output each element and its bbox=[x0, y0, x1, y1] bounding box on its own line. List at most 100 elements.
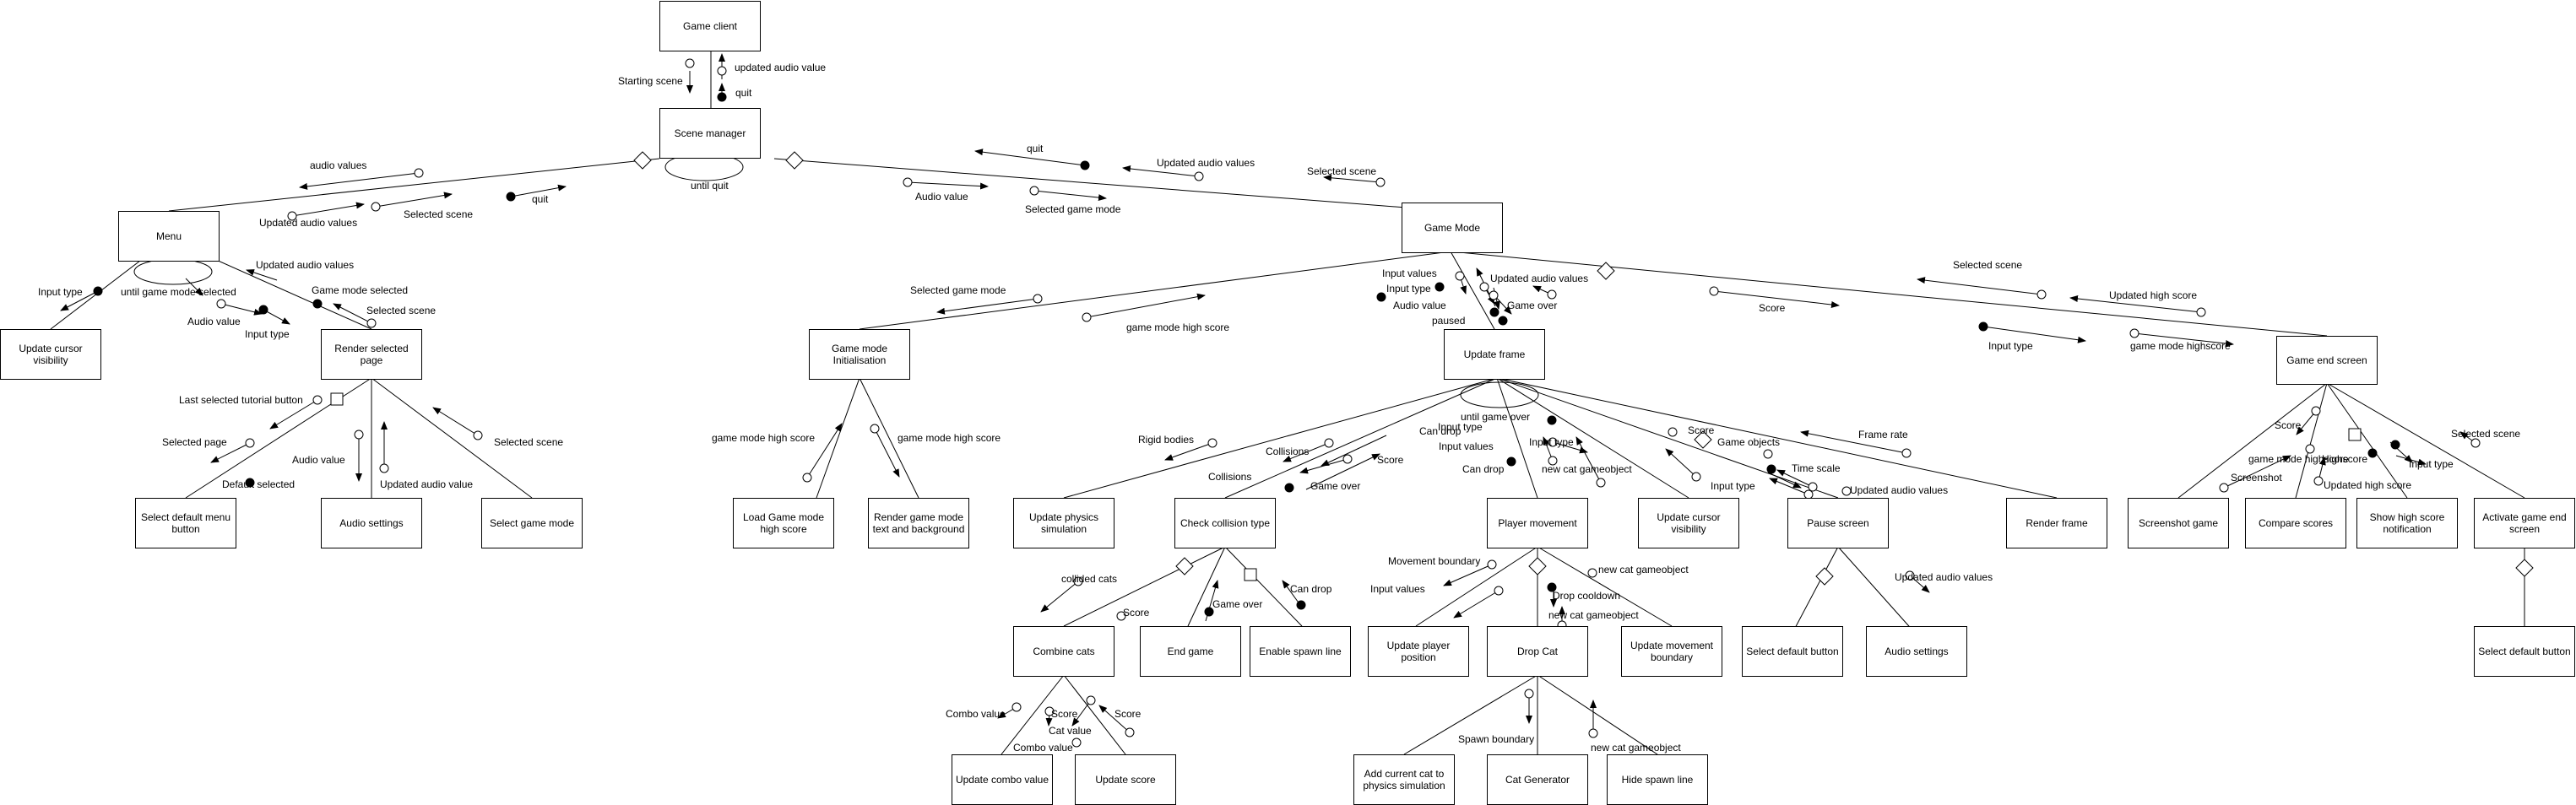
module-update-cursor-visibility-menu: Update cursor visibility bbox=[0, 329, 101, 380]
label-new-cat-gameobject-dc: new cat gameobject bbox=[1548, 609, 1639, 621]
label-until-game-mode-selected: until game mode selected bbox=[121, 286, 236, 298]
label-score-us: Score bbox=[1114, 708, 1142, 720]
label-audio-value-menu: Audio value bbox=[187, 316, 241, 327]
module-pause-screen: Pause screen bbox=[1787, 498, 1889, 548]
label-updated-high-score: Updated high score bbox=[2109, 289, 2197, 301]
module-show-high-score-notification: Show high score notification bbox=[2356, 498, 2458, 548]
module-compare-scores: Compare scores bbox=[2245, 498, 2346, 548]
label-collisions-1: Collisions bbox=[1266, 446, 1309, 457]
label-game-over-uf: Game over bbox=[1507, 300, 1557, 311]
module-render-frame: Render frame bbox=[2006, 498, 2107, 548]
label-updated-audio-value-rsp: Updated audio value bbox=[380, 478, 473, 490]
module-audio-settings-menu: Audio settings bbox=[321, 498, 422, 548]
module-hide-spawn-line: Hide spawn line bbox=[1607, 754, 1708, 805]
module-update-cursor-visibility-game: Update cursor visibility bbox=[1638, 498, 1739, 548]
label-last-selected-tutorial-button: Last selected tutorial button bbox=[179, 394, 303, 406]
label-updated-audio-values-menu: Updated audio values bbox=[259, 217, 357, 229]
module-update-physics-simulation: Update physics simulation bbox=[1013, 498, 1114, 548]
label-score-end: Score bbox=[2275, 419, 2302, 431]
label-selected-scene-gm: Selected scene bbox=[1307, 165, 1376, 177]
module-scene-manager: Scene manager bbox=[659, 108, 761, 159]
label-selected-game-mode-init: Selected game mode bbox=[910, 284, 1006, 296]
label-input-type-pause: Input type bbox=[1711, 480, 1755, 492]
label-quit-top: quit bbox=[735, 87, 752, 99]
label-selected-scene-rsp: Selected scene bbox=[366, 305, 436, 316]
label-input-type-end: Input type bbox=[1988, 340, 2033, 352]
module-game-client: Game client bbox=[659, 1, 761, 51]
control-flags bbox=[93, 92, 2400, 617]
label-new-cat-gameobject-umb: new cat gameobject bbox=[1598, 564, 1689, 575]
module-render-selected-page: Render selected page bbox=[321, 329, 422, 380]
module-audio-settings-pause: Audio settings bbox=[1866, 626, 1967, 677]
module-combine-cats: Combine cats bbox=[1013, 626, 1114, 677]
module-select-default-menu-button: Select default menu button bbox=[135, 498, 236, 548]
label-input-values-gm: Input values bbox=[1382, 267, 1437, 279]
module-menu: Menu bbox=[118, 211, 220, 262]
label-can-drop-2: Can drop bbox=[1462, 463, 1505, 475]
label-game-objects: Game objects bbox=[1717, 436, 1780, 448]
module-end-game: End game bbox=[1140, 626, 1241, 677]
module-select-game-mode: Select game mode bbox=[481, 498, 583, 548]
module-activate-game-end-screen: Activate game end screen bbox=[2474, 498, 2575, 548]
label-quit-sm: quit bbox=[532, 193, 549, 205]
module-enable-spawn-line: Enable spawn line bbox=[1250, 626, 1351, 677]
label-input-type-age: Input type bbox=[2409, 458, 2454, 470]
label-input-values-upp: Input values bbox=[1370, 583, 1425, 595]
label-audio-value-rsp: Audio value bbox=[292, 454, 345, 466]
module-game-mode-initialisation: Game mode Initialisation bbox=[809, 329, 910, 380]
label-rigid-bodies: Rigid bodies bbox=[1138, 434, 1194, 446]
label-input-type-menu: Input type bbox=[38, 286, 83, 298]
label-score-combo: Score bbox=[1051, 708, 1078, 720]
module-render-game-mode-text: Render game mode text and background bbox=[868, 498, 969, 548]
label-input-type-rsp: Input type bbox=[245, 328, 290, 340]
label-until-quit: until quit bbox=[691, 180, 729, 192]
label-screenshot: Screenshot bbox=[2231, 472, 2282, 484]
condition-squares bbox=[330, 392, 2362, 581]
label-can-drop-spawn: Can drop bbox=[1290, 583, 1332, 595]
label-combo-value-2: Combo value bbox=[1013, 742, 1073, 754]
module-update-frame: Update frame bbox=[1444, 329, 1545, 380]
label-input-type-pm2: Input type bbox=[1529, 436, 1574, 448]
module-check-collision-type: Check collision type bbox=[1174, 498, 1276, 548]
label-highscore: Highscore bbox=[2322, 453, 2367, 465]
label-combo-value-1: Combo value bbox=[946, 708, 1006, 720]
label-game-mode-highscore-end: game mode highscore bbox=[2248, 453, 2349, 465]
label-updated-audio-values-rsp: Updated audio values bbox=[256, 259, 354, 271]
module-select-default-button: Select default button bbox=[1742, 626, 1843, 677]
label-quit-gm: quit bbox=[1027, 143, 1044, 154]
label-selected-game-mode-gm: Selected game mode bbox=[1025, 203, 1121, 215]
module-update-score: Update score bbox=[1075, 754, 1176, 805]
label-audio-value-uf: Audio value bbox=[1393, 300, 1446, 311]
label-game-mode-high-score-render: game mode high score bbox=[898, 432, 1001, 444]
label-movement-boundary: Movement boundary bbox=[1388, 555, 1480, 567]
label-starting-scene: Starting scene bbox=[618, 75, 683, 87]
label-selected-scene-age: Selected scene bbox=[2451, 428, 2520, 440]
label-selected-scene-end: Selected scene bbox=[1953, 259, 2022, 271]
module-cat-generator: Cat Generator bbox=[1487, 754, 1588, 805]
label-frame-rate: Frame rate bbox=[1858, 429, 1908, 440]
flow-labels: Starting scene updated audio value quit … bbox=[38, 62, 2520, 754]
module-game-end-screen: Game end screen bbox=[2276, 336, 2378, 385]
label-audio-value-gm: Audio value bbox=[915, 191, 968, 203]
label-selected-scene-menu: Selected scene bbox=[404, 208, 473, 220]
label-updated-audio-value: updated audio value bbox=[735, 62, 826, 73]
label-input-type-gm: Input type bbox=[1386, 283, 1431, 294]
module-game-mode: Game Mode bbox=[1402, 203, 1503, 253]
module-select-default-button-end: Select default button bbox=[2474, 626, 2575, 677]
label-new-cat-gameobject: new cat gameobject bbox=[1542, 463, 1632, 475]
label-audio-values: audio values bbox=[310, 159, 366, 171]
label-score-cct: Score bbox=[1377, 454, 1404, 466]
label-updated-audio-values-as: Updated audio values bbox=[1895, 571, 1993, 583]
label-score-combine: Score bbox=[1123, 607, 1150, 619]
module-load-game-mode-high-score: Load Game mode high score bbox=[733, 498, 834, 548]
module-update-player-position: Update player position bbox=[1368, 626, 1469, 677]
label-game-mode-highscore: game mode highscore bbox=[2130, 340, 2231, 352]
label-collisions-2: Collisions bbox=[1208, 471, 1251, 483]
flow-arrows bbox=[60, 53, 2476, 733]
label-selected-page: Selected page bbox=[162, 436, 227, 448]
label-collided-cats: collided cats bbox=[1061, 573, 1117, 585]
label-game-mode-selected: Game mode selected bbox=[312, 284, 408, 296]
label-score-pause: Score bbox=[1688, 424, 1715, 436]
label-new-cat-gameobject-cg: new cat gameobject bbox=[1591, 742, 1681, 754]
